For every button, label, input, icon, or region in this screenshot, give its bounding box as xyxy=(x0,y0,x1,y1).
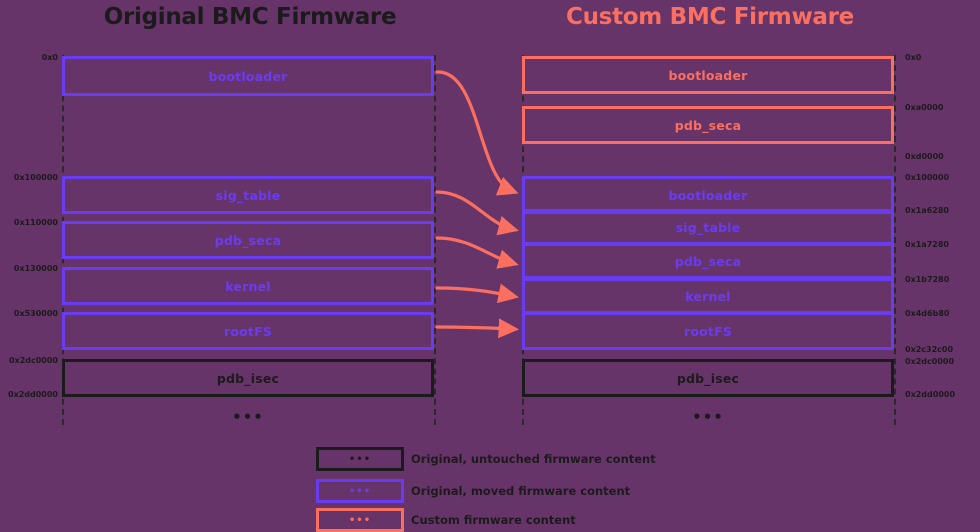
right-column-title: Custom BMC Firmware xyxy=(566,4,854,30)
segment-label: bootloader xyxy=(668,67,748,83)
segment-label: pdb_seca xyxy=(674,253,742,269)
segment-label: pdb_isec xyxy=(216,370,280,386)
left-address-4: 0x530000 xyxy=(13,309,58,318)
left-address-3: 0x130000 xyxy=(13,264,58,273)
left-segment-pdb_seca[interactable]: pdb_seca xyxy=(62,221,434,259)
right-segment-sig_table[interactable]: sig_table xyxy=(522,209,894,245)
right-segment-bootloader-moved[interactable]: bootloader xyxy=(522,176,894,214)
left-column-title: Original BMC Firmware xyxy=(103,4,397,30)
left-column-ellipsis: ••• xyxy=(232,408,264,426)
segment-label: pdb_seca xyxy=(214,232,282,248)
right-address-5: 0x1a7280 xyxy=(905,240,949,249)
legend-swatch-placeholder: ••• xyxy=(348,453,372,465)
arrow-kernel xyxy=(435,283,519,304)
left-segment-pdb_isec[interactable]: pdb_isec xyxy=(62,359,434,397)
legend-swatch-untouched: ••• xyxy=(316,447,404,471)
arrow-rootFS xyxy=(435,318,520,339)
left-segment-sig_table[interactable]: sig_table xyxy=(62,176,434,214)
left-extent-guide-end xyxy=(434,55,436,425)
legend-label-custom: Custom firmware content xyxy=(411,513,576,527)
right-segment-bootloader-custom[interactable]: bootloader xyxy=(522,56,894,94)
segment-label: rootFS xyxy=(223,323,273,339)
segment-label: sig_table xyxy=(215,187,281,203)
segment-label: pdb_isec xyxy=(676,370,740,386)
arrow-sig_table xyxy=(435,190,519,236)
right-address-4: 0x1a6280 xyxy=(905,206,949,215)
right-segment-pdb_seca-custom[interactable]: pdb_seca xyxy=(522,106,894,144)
segment-label: bootloader xyxy=(208,68,288,84)
right-address-9: 0x2dc0000 xyxy=(905,357,955,366)
left-address-0: 0x0 xyxy=(41,53,58,62)
left-segment-kernel[interactable]: kernel xyxy=(62,267,434,305)
segment-label: bootloader xyxy=(668,187,748,203)
right-extent-guide-end xyxy=(894,55,896,425)
right-segment-pdb_isec[interactable]: pdb_isec xyxy=(522,359,894,397)
left-segment-rootFS[interactable]: rootFS xyxy=(62,312,434,350)
right-segment-pdb_seca-moved[interactable]: pdb_seca xyxy=(522,243,894,279)
segment-label: kernel xyxy=(685,288,731,304)
right-address-1: 0xa0000 xyxy=(905,103,944,112)
right-address-0: 0x0 xyxy=(905,53,922,62)
arrow-pdb_seca xyxy=(435,236,519,269)
right-address-7: 0x4d6b80 xyxy=(905,309,950,318)
legend-label-untouched: Original, untouched firmware content xyxy=(411,452,656,466)
right-column-ellipsis: ••• xyxy=(692,408,724,426)
legend-swatch-placeholder: ••• xyxy=(348,514,372,526)
right-address-3: 0x100000 xyxy=(905,173,950,182)
right-address-2: 0xd0000 xyxy=(905,152,944,161)
left-address-5: 0x2dc0000 xyxy=(8,356,58,365)
right-address-6: 0x1b7280 xyxy=(905,275,950,284)
legend-swatch-moved: ••• xyxy=(316,479,404,503)
right-segment-kernel[interactable]: kernel xyxy=(522,278,894,314)
left-address-6: 0x2dd0000 xyxy=(7,390,58,399)
segment-label: sig_table xyxy=(675,219,741,235)
right-address-10: 0x2dd0000 xyxy=(905,390,956,399)
segment-label: pdb_seca xyxy=(674,117,742,133)
left-address-1: 0x100000 xyxy=(13,173,58,182)
left-address-2: 0x110000 xyxy=(13,218,58,227)
segment-label: kernel xyxy=(225,278,271,294)
legend-swatch-placeholder: ••• xyxy=(348,485,372,497)
legend-label-moved: Original, moved firmware content xyxy=(411,484,631,498)
right-address-8: 0x2c32c00 xyxy=(905,345,954,354)
left-segment-bootloader[interactable]: bootloader xyxy=(62,56,434,96)
arrow-bootloader xyxy=(435,70,519,196)
right-segment-rootFS[interactable]: rootFS xyxy=(522,312,894,350)
segment-label: rootFS xyxy=(683,323,733,339)
legend-swatch-custom: ••• xyxy=(316,508,404,532)
